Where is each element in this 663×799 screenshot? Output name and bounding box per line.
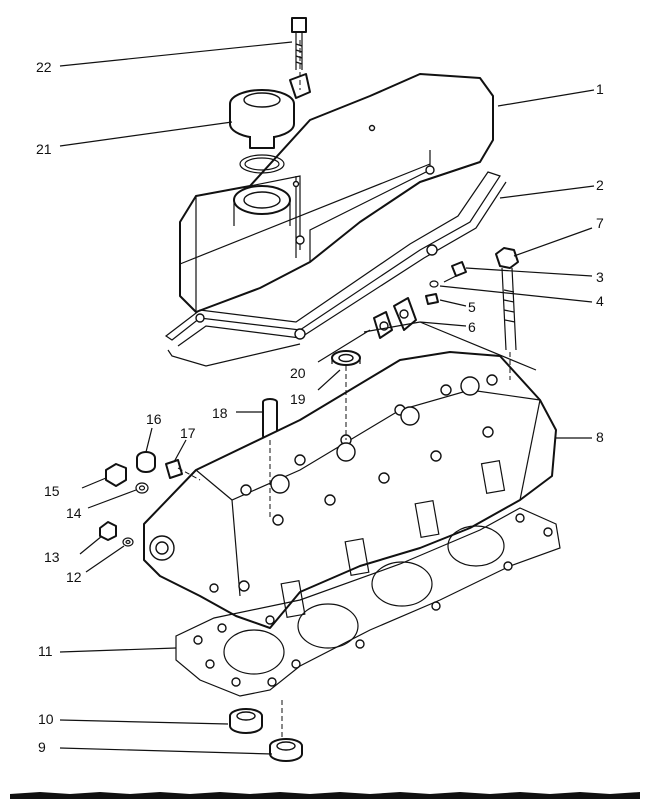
callout-6: 6 <box>468 319 476 335</box>
screw-5 <box>425 293 439 305</box>
cylinder-head <box>143 351 557 629</box>
callout-22: 22 <box>36 59 52 75</box>
leader-lines <box>59 41 595 755</box>
oil-filler-cap <box>229 89 295 174</box>
callout-21: 21 <box>36 141 52 157</box>
bottom-cutoff-text-strip <box>0 790 663 799</box>
callout-12: 12 <box>66 569 82 585</box>
callout-19: 19 <box>290 391 306 407</box>
rocker-cover <box>179 73 494 313</box>
rocker-cover-gasket <box>164 171 507 367</box>
callout-4: 4 <box>596 293 604 309</box>
callout-14: 14 <box>66 505 82 521</box>
fastener-bolt-3 <box>443 261 467 283</box>
callout-17: 17 <box>180 425 196 441</box>
head-gasket <box>175 507 561 697</box>
callout-5: 5 <box>468 299 476 315</box>
breather-elbow <box>289 73 311 99</box>
callout-20: 20 <box>290 365 306 381</box>
seal-ring-9 <box>269 738 303 762</box>
callout-9: 9 <box>38 739 46 755</box>
callout-16: 16 <box>146 411 162 427</box>
oil-filler-neck <box>233 185 291 226</box>
bolt-15 <box>105 463 127 487</box>
callout-15: 15 <box>44 483 60 499</box>
washer-12 <box>122 537 134 547</box>
callout-18: 18 <box>212 405 228 421</box>
injector-seal <box>331 350 361 366</box>
seal-ring-10 <box>229 708 263 734</box>
callout-13: 13 <box>44 549 60 565</box>
plug-16 <box>136 451 156 473</box>
callout-2: 2 <box>596 177 604 193</box>
callout-1: 1 <box>596 81 604 97</box>
callout-labels: 1 2 3 4 5 6 7 8 9 10 11 12 13 14 15 16 1… <box>36 59 604 755</box>
callout-8: 8 <box>596 429 604 445</box>
long-bolt <box>495 247 519 351</box>
washer-14 <box>135 482 149 494</box>
callout-7: 7 <box>596 215 604 231</box>
plate-and-gasket-6 <box>373 297 417 339</box>
callout-10: 10 <box>38 711 54 727</box>
callout-3: 3 <box>596 269 604 285</box>
alignment-lines <box>177 40 511 740</box>
washer-4 <box>429 280 439 288</box>
callout-11: 11 <box>38 643 53 659</box>
top-bolt <box>291 17 307 70</box>
bolt-13 <box>99 521 117 541</box>
